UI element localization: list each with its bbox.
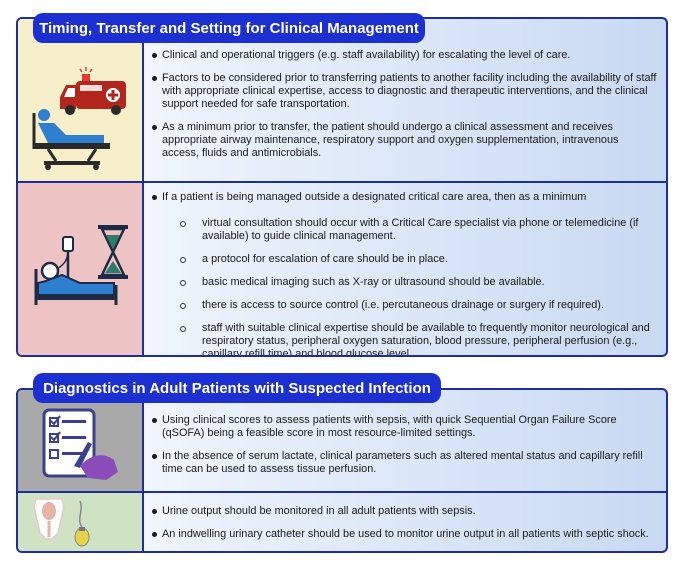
bullet-item: As a minimum prior to transfer, the pati… xyxy=(152,121,658,160)
section-title-diagnostics: Diagnostics in Adult Patients with Suspe… xyxy=(33,373,441,403)
bullet-item: In the absence of serum lactate, clinica… xyxy=(152,450,658,476)
checklist-clipboard-icon xyxy=(18,390,144,491)
urine-output-text: Urine output should be monitored in all … xyxy=(152,505,658,551)
sub-bullet-item: a protocol for escalation of care should… xyxy=(176,253,658,266)
urinary-catheter-icon xyxy=(18,493,144,551)
sub-bullet-item: basic medical imaging such as X-ray or u… xyxy=(176,276,658,289)
ambulance-patient-bed-icon xyxy=(18,19,144,181)
clinical-scores-text: Using clinical scores to assess patients… xyxy=(152,414,658,486)
sub-list: virtual consultation should occur with a… xyxy=(176,217,658,355)
sub-bullet-item: there is access to source control (i.e. … xyxy=(176,299,658,312)
timing-transfer-panel: Clinical and operational triggers (e.g. … xyxy=(16,17,668,357)
bullet-item: If a patient is being managed outside a … xyxy=(152,191,658,355)
bullet-item: Urine output should be monitored in all … xyxy=(152,505,658,518)
hospital-bed-hourglass-icon xyxy=(18,183,144,355)
outside-critical-care-text: If a patient is being managed outside a … xyxy=(152,191,658,355)
bullet-item: Using clinical scores to assess patients… xyxy=(152,414,658,440)
section-title-text: Diagnostics in Adult Patients with Suspe… xyxy=(43,379,431,397)
transfer-row: Clinical and operational triggers (e.g. … xyxy=(18,19,666,181)
transfer-text: Clinical and operational triggers (e.g. … xyxy=(152,49,658,170)
section-title-timing-transfer: Timing, Transfer and Setting for Clinica… xyxy=(33,13,425,43)
bullet-item: Factors to be considered prior to transf… xyxy=(152,72,658,111)
section-title-text: Timing, Transfer and Setting for Clinica… xyxy=(39,19,419,37)
clinical-scores-row: Using clinical scores to assess patients… xyxy=(18,390,666,491)
urine-output-row: Urine output should be monitored in all … xyxy=(18,491,666,551)
sub-bullet-item: staff with suitable clinical expertise s… xyxy=(176,322,658,355)
bullet-item: An indwelling urinary catheter should be… xyxy=(152,528,658,541)
outside-critical-care-row: If a patient is being managed outside a … xyxy=(18,181,666,355)
lead-text: If a patient is being managed outside a … xyxy=(162,191,587,203)
bullet-item: Clinical and operational triggers (e.g. … xyxy=(152,49,658,62)
diagnostics-panel: Using clinical scores to assess patients… xyxy=(16,388,668,553)
sub-bullet-item: virtual consultation should occur with a… xyxy=(176,217,658,243)
